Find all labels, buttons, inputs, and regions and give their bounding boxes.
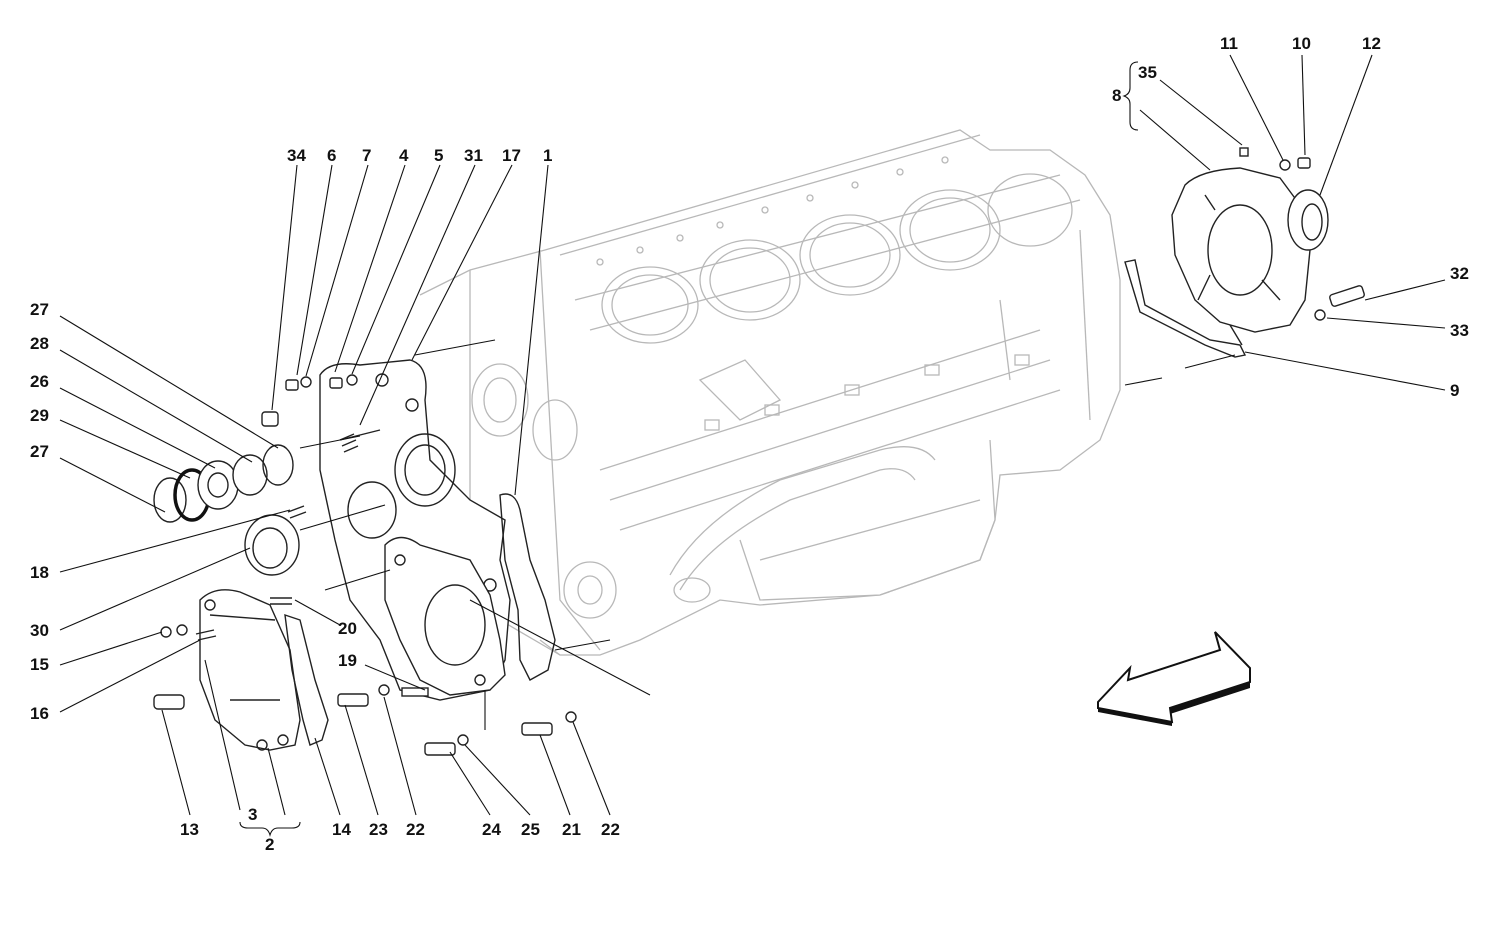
callout-3: 3 xyxy=(248,805,257,824)
callout-12: 12 xyxy=(1362,34,1381,53)
cover-gasket xyxy=(499,493,556,681)
fasteners xyxy=(153,374,577,756)
callout-21: 21 xyxy=(562,820,581,839)
pump-cover xyxy=(384,536,506,696)
leader-lines xyxy=(59,54,1446,837)
callout-26: 26 xyxy=(30,372,49,391)
callout-32: 32 xyxy=(1450,264,1469,283)
assembly-lines xyxy=(299,339,1236,730)
end-plate xyxy=(199,589,329,751)
callout-1: 1 xyxy=(543,146,552,165)
callout-4: 4 xyxy=(399,146,409,165)
callout-14: 14 xyxy=(332,820,351,839)
direction-arrow-icon xyxy=(1097,631,1251,726)
callout-2: 2 xyxy=(265,835,274,854)
callout-9: 9 xyxy=(1450,381,1459,400)
callout-34: 34 xyxy=(287,146,306,165)
callout-5: 5 xyxy=(434,146,443,165)
callout-33: 33 xyxy=(1450,321,1469,340)
callout-20: 20 xyxy=(338,619,357,638)
callout-13: 13 xyxy=(180,820,199,839)
callout-35: 35 xyxy=(1138,63,1157,82)
callout-31: 31 xyxy=(464,146,483,165)
callout-28: 28 xyxy=(30,334,49,353)
callout-16: 16 xyxy=(30,704,49,723)
callout-6: 6 xyxy=(327,146,336,165)
engine-block xyxy=(419,129,1121,656)
callout-10: 10 xyxy=(1292,34,1311,53)
callout-22-left: 22 xyxy=(406,820,425,839)
callout-25: 25 xyxy=(521,820,540,839)
callout-24: 24 xyxy=(482,820,501,839)
callout-17: 17 xyxy=(502,146,521,165)
bearing-assembly xyxy=(153,444,294,523)
callout-8: 8 xyxy=(1112,86,1121,105)
callout-27-top: 27 xyxy=(30,300,49,319)
callout-30: 30 xyxy=(30,621,49,640)
callout-11: 11 xyxy=(1220,34,1238,53)
rear-cover xyxy=(1124,147,1365,358)
callout-18: 18 xyxy=(30,563,49,582)
callout-22-right: 22 xyxy=(601,820,620,839)
callout-27-bottom: 27 xyxy=(30,442,49,461)
callout-19: 19 xyxy=(338,651,357,670)
seal-ring-30 xyxy=(244,514,300,576)
callout-labels: 34 6 7 4 5 31 17 1 27 28 26 29 27 18 30 … xyxy=(30,34,1469,854)
callout-29: 29 xyxy=(30,406,49,425)
callout-15: 15 xyxy=(30,655,49,674)
callout-23: 23 xyxy=(369,820,388,839)
callout-7: 7 xyxy=(362,146,371,165)
